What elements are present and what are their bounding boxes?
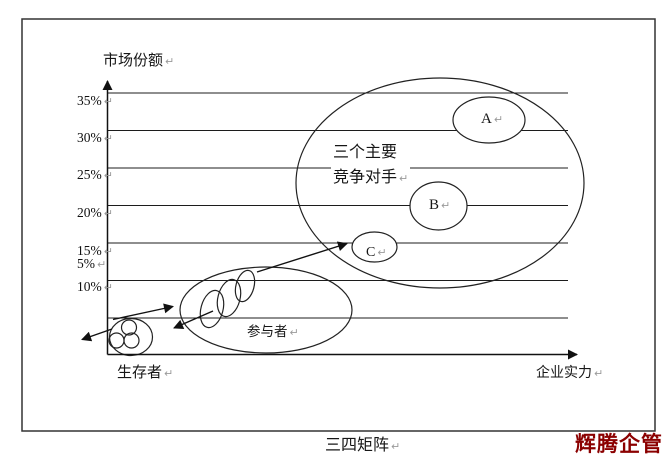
watermark-text: 辉腾企管 [575, 432, 663, 456]
y-axis-tick-35: 35%↵ [77, 94, 113, 108]
y-axis-tick-25: 25%↵ [77, 168, 113, 182]
pilcrow-mark: ↵ [164, 367, 174, 380]
survivors-ellipse [108, 317, 154, 357]
pilcrow-mark: ↵ [103, 95, 113, 108]
tick-label: 5% [77, 256, 95, 271]
pilcrow-mark: ↵ [103, 169, 113, 182]
tick-label: 15% [77, 243, 102, 258]
competitor-c-letter: C [366, 245, 376, 260]
pilcrow-mark: ↵ [399, 172, 409, 185]
participants-label-text: 参与者 [247, 324, 288, 340]
pilcrow-mark: ↵ [493, 113, 504, 126]
competitors-zone-label: 三个主要 竞争对手↵ [331, 139, 411, 191]
participant-ellipse-2 [216, 278, 242, 318]
pilcrow-mark: ↵ [391, 440, 401, 453]
participant-ellipse-1 [199, 289, 225, 329]
participants-members [199, 269, 256, 329]
competitors-label-line2-text: 竞争对手 [333, 167, 398, 186]
competitors-label-line1: 三个主要 [333, 142, 398, 161]
survivors-cluster [108, 317, 154, 357]
participants-ellipse [179, 266, 353, 354]
survivors-to-participants-arrow [112, 303, 174, 321]
tick-label: 25% [77, 167, 102, 182]
frame-border [21, 18, 656, 432]
competitor-a-letter: A [481, 111, 492, 127]
competitor-c-label: C↵ [366, 245, 387, 261]
pilcrow-mark: ↵ [97, 258, 107, 271]
survivor-circle-2 [108, 332, 125, 349]
y-axis-tick-5: 5%↵ [77, 257, 106, 271]
pilcrow-mark: ↵ [103, 245, 113, 258]
y-axis-tick-30: 30%↵ [77, 131, 113, 145]
competitor-c-ellipse [351, 231, 398, 263]
competitor-a-ellipse [452, 96, 526, 144]
y-axis-title: 市场份额↵ [103, 51, 175, 69]
x-axis-title: 企业实力↵ [536, 365, 603, 381]
diagram-caption-text: 三四矩阵 [325, 435, 390, 454]
tick-label: 30% [77, 130, 102, 145]
pilcrow-mark: ↵ [594, 367, 604, 380]
survivor-circle-3 [123, 332, 140, 349]
competitor-b-letter: B [429, 197, 440, 213]
y-axis-tick-20: 20%↵ [77, 206, 113, 220]
competitor-b-label: B↵ [429, 197, 450, 214]
diagram-caption: 三四矩阵↵ [325, 435, 401, 454]
competitor-b-ellipse [409, 181, 468, 231]
x-axis-title-text: 企业实力 [536, 365, 592, 381]
pilcrow-mark: ↵ [103, 281, 113, 294]
survivors-zone-label: 生存者↵ [117, 363, 174, 381]
y-axis-title-text: 市场份额 [103, 51, 164, 69]
tick-label: 10% [77, 279, 102, 294]
y-axis-tick-15: 15%↵ [77, 244, 113, 258]
participants-to-competitor-c-arrow [256, 241, 348, 273]
participants-zone-label: 参与者↵ [247, 324, 299, 341]
pilcrow-mark: ↵ [289, 326, 299, 339]
competitors-label-line2: 竞争对手↵ [333, 164, 408, 191]
participant-ellipse-3 [234, 269, 256, 303]
participants-to-survivors-arrow [173, 310, 214, 329]
pilcrow-mark: ↵ [441, 199, 451, 212]
survivor-circle-1 [120, 319, 138, 336]
tick-label: 20% [77, 205, 102, 220]
survivors-label-text: 生存者 [117, 363, 163, 381]
y-axis-tick-10: 10%↵ [77, 280, 113, 294]
competitors-ellipse [295, 77, 585, 289]
pilcrow-mark: ↵ [103, 207, 113, 220]
competitor-a-label: A↵ [481, 111, 503, 128]
pilcrow-mark: ↵ [103, 132, 113, 145]
pilcrow-mark: ↵ [165, 55, 175, 68]
tick-label: 35% [77, 93, 102, 108]
pilcrow-mark: ↵ [377, 246, 387, 259]
